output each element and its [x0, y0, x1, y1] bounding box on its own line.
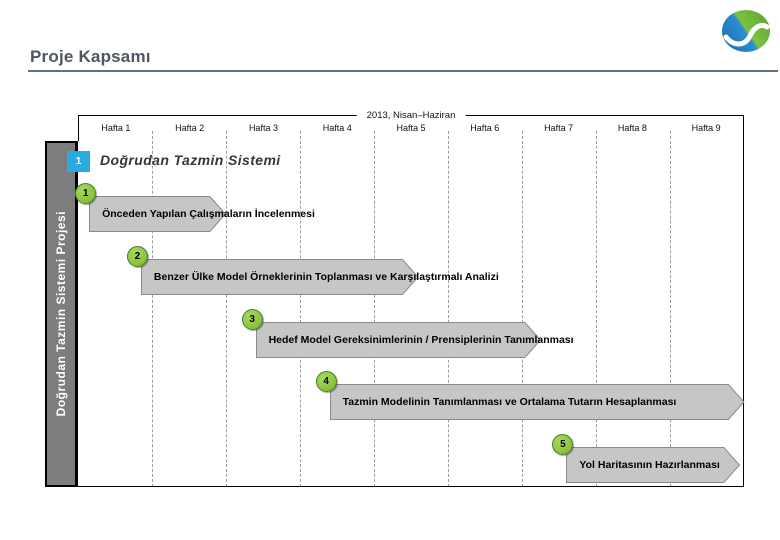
week-label-9: Hafta 9 — [691, 123, 721, 133]
week-label-1: Hafta 1 — [101, 123, 131, 133]
week-label-3: Hafta 3 — [248, 123, 278, 133]
task-label: Benzer Ülke Model Örneklerinin Toplanmas… — [153, 270, 499, 283]
project-sidebar: Doğrudan Tazmin Sistemi Projesi — [45, 141, 78, 487]
gantt-chart-area — [78, 141, 744, 487]
task-number-badge: 4 — [315, 371, 337, 393]
task-label: Yol Haritasının Hazırlanması — [579, 459, 720, 471]
week-label-6: Hafta 6 — [470, 123, 500, 133]
week-labels-row: Hafta 1 Hafta 2 Hafta 3 Hafta 4 Hafta 5 Hafta… — [79, 116, 743, 141]
section-number-badge: 1 — [67, 151, 90, 172]
week-label-7: Hafta 7 — [544, 123, 574, 133]
task-number-badge: 1 — [75, 183, 97, 204]
task-label: Önceden Yapılan Çalışmaların İncelenmesi — [102, 208, 315, 220]
task-label: Tazmin Modelinin Tanımlanması ve Ortalam… — [342, 396, 677, 409]
task-number-badge: 2 — [126, 245, 148, 267]
task-arrow-shape — [329, 384, 745, 421]
task-arrow-shape — [140, 258, 419, 295]
title-underline — [28, 70, 778, 72]
task-number-badge: 5 — [552, 434, 574, 455]
week-label-8: Hafta 8 — [617, 123, 647, 133]
week-label-2: Hafta 2 — [175, 123, 205, 133]
timeline-period-label: 2013, Nisan–Haziran — [356, 109, 466, 121]
task-arrow-shape — [255, 321, 541, 358]
week-label-4: Hafta 4 — [322, 123, 352, 133]
company-logo-icon — [720, 8, 772, 54]
page-title: Proje Kapsamı — [30, 47, 151, 66]
task-number-badge: 3 — [241, 308, 263, 330]
section-title: Doğrudan Tazmin Sistemi — [100, 152, 281, 168]
task-arrow-shape — [89, 196, 227, 232]
week-label-5: Hafta 5 — [396, 123, 426, 133]
task-label: Hedef Model Gereksinimlerinin / Prensipl… — [268, 333, 574, 346]
task-arrow-shape — [566, 447, 741, 483]
